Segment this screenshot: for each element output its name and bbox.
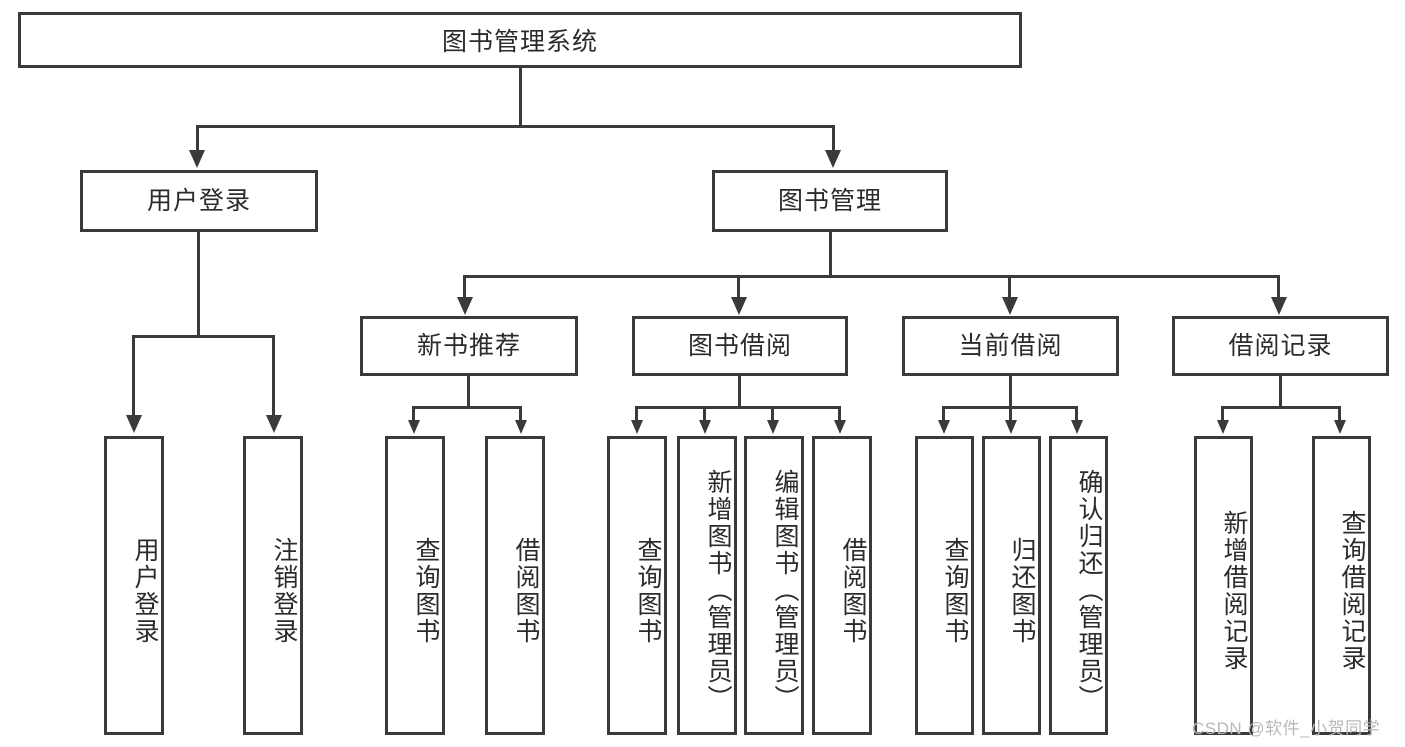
node-borrow-record-label: 借阅记录 <box>1228 331 1333 360</box>
leaf-borrow-book-2[interactable]: 借阅图书 <box>812 436 872 735</box>
leaf-return-book[interactable]: 归还图书 <box>982 436 1041 735</box>
edge-user-login-to-leaf-1 <box>132 335 135 418</box>
edge-borrow-record-to-leaf-2 <box>1338 406 1341 422</box>
node-current-borrow-label: 当前借阅 <box>958 331 1063 360</box>
edge-user-login-stem <box>197 232 200 335</box>
arrow-new-book-to-leaf-1 <box>408 420 420 434</box>
leaf-borrow-book-1[interactable]: 借阅图书 <box>485 436 545 735</box>
csdn-watermark: CSDN @软件_小贺同学 <box>1192 719 1381 738</box>
edge-root-to-user-login <box>196 125 199 152</box>
edge-borrow-record-stem <box>1279 376 1282 408</box>
arrow-book-borrow-to-leaf-4 <box>834 420 846 434</box>
node-new-book-recommend-label: 新书推荐 <box>416 331 521 360</box>
edge-user-login-to-leaf-2 <box>272 335 275 418</box>
leaf-add-book[interactable]: 新增图书（管理员） <box>677 436 737 735</box>
edge-bm-to-new-book <box>463 275 466 300</box>
leaf-query-book-2[interactable]: 查询图书 <box>607 436 667 735</box>
leaf-query-book-3-label: 查询图书 <box>941 536 969 645</box>
leaf-query-book-3[interactable]: 查询图书 <box>915 436 974 735</box>
arrow-book-borrow-to-leaf-1 <box>631 420 643 434</box>
edge-current-borrow-to-leaf-1 <box>942 406 945 422</box>
arrow-book-borrow-to-leaf-3 <box>767 420 779 434</box>
leaf-query-record-label: 查询借阅记录 <box>1338 509 1366 672</box>
edge-bm-to-current-borrow <box>1008 275 1011 300</box>
node-borrow-record[interactable]: 借阅记录 <box>1172 316 1389 376</box>
leaf-confirm-return[interactable]: 确认归还（管理员） <box>1049 436 1108 735</box>
node-book-management[interactable]: 图书管理 <box>712 170 948 232</box>
leaf-borrow-book-2-label: 借阅图书 <box>839 536 867 645</box>
leaf-add-record[interactable]: 新增借阅记录 <box>1194 436 1253 735</box>
leaf-query-record[interactable]: 查询借阅记录 <box>1312 436 1371 735</box>
leaf-query-book-1-label: 查询图书 <box>412 536 440 645</box>
arrow-current-borrow-to-leaf-1 <box>938 420 950 434</box>
arrow-bm-to-new-book <box>457 297 473 315</box>
node-book-borrow-label: 图书借阅 <box>687 331 792 360</box>
leaf-user-login-label: 用户登录 <box>131 536 159 645</box>
arrow-current-borrow-to-leaf-3 <box>1071 420 1083 434</box>
node-root-label: 图书管理系统 <box>441 28 598 56</box>
leaf-confirm-return-label: 确认归还（管理员） <box>1075 469 1103 712</box>
edge-new-book-to-leaf-2 <box>519 406 522 422</box>
arrow-book-borrow-to-leaf-2 <box>699 420 711 434</box>
edge-book-borrow-to-leaf-4 <box>838 406 841 422</box>
edge-new-book-bus <box>412 406 522 409</box>
leaf-return-book-label: 归还图书 <box>1008 536 1036 645</box>
arrow-bm-to-borrow-record <box>1271 297 1287 315</box>
node-current-borrow[interactable]: 当前借阅 <box>902 316 1119 376</box>
leaf-edit-book-label: 编辑图书（管理员） <box>771 469 799 712</box>
arrow-root-to-book-management <box>825 150 841 168</box>
edge-book-borrow-to-leaf-1 <box>635 406 638 422</box>
edge-current-borrow-to-leaf-3 <box>1075 406 1078 422</box>
leaf-query-book-2-label: 查询图书 <box>634 536 662 645</box>
edge-book-borrow-to-leaf-2 <box>703 406 706 422</box>
edge-borrow-record-to-leaf-1 <box>1221 406 1224 422</box>
node-user-login-label: 用户登录 <box>146 186 251 215</box>
edge-bm-to-book-borrow <box>737 275 740 300</box>
leaf-logout-login-label: 注销登录 <box>270 536 298 645</box>
edge-new-book-to-leaf-1 <box>412 406 415 422</box>
edge-current-borrow-to-leaf-2 <box>1009 406 1012 422</box>
edge-bm-to-borrow-record <box>1277 275 1280 300</box>
arrow-bm-to-book-borrow <box>731 297 747 315</box>
edge-book-borrow-to-leaf-3 <box>771 406 774 422</box>
leaf-borrow-book-1-label: 借阅图书 <box>512 536 540 645</box>
leaf-logout-login[interactable]: 注销登录 <box>243 436 303 735</box>
node-user-login[interactable]: 用户登录 <box>80 170 318 232</box>
node-book-borrow[interactable]: 图书借阅 <box>632 316 848 376</box>
edge-book-management-bus <box>463 275 1280 278</box>
leaf-query-book-1[interactable]: 查询图书 <box>385 436 445 735</box>
leaf-add-book-label: 新增图书（管理员） <box>704 469 732 712</box>
arrow-borrow-record-to-leaf-1 <box>1217 420 1229 434</box>
edge-book-borrow-stem <box>738 376 741 408</box>
arrow-user-login-to-leaf-2 <box>266 415 282 433</box>
edge-book-borrow-bus <box>635 406 841 409</box>
edge-user-login-bus <box>132 335 275 338</box>
edge-root-stem <box>519 68 522 125</box>
leaf-edit-book[interactable]: 编辑图书（管理员） <box>744 436 804 735</box>
edge-book-management-stem <box>829 232 832 277</box>
node-new-book-recommend[interactable]: 新书推荐 <box>360 316 578 376</box>
node-book-management-label: 图书管理 <box>777 186 882 215</box>
edge-new-book-stem <box>467 376 470 408</box>
arrow-current-borrow-to-leaf-2 <box>1005 420 1017 434</box>
edge-current-borrow-stem <box>1009 376 1012 408</box>
edge-root-bus <box>196 125 835 128</box>
edge-borrow-record-bus <box>1221 406 1341 409</box>
arrow-root-to-user-login <box>189 150 205 168</box>
node-root-system[interactable]: 图书管理系统 <box>18 12 1022 68</box>
arrow-user-login-to-leaf-1 <box>126 415 142 433</box>
arrow-bm-to-current-borrow <box>1002 297 1018 315</box>
arrow-borrow-record-to-leaf-2 <box>1334 420 1346 434</box>
leaf-add-record-label: 新增借阅记录 <box>1220 509 1248 672</box>
arrow-new-book-to-leaf-2 <box>515 420 527 434</box>
leaf-user-login[interactable]: 用户登录 <box>104 436 164 735</box>
edge-root-to-book-management <box>832 125 835 152</box>
